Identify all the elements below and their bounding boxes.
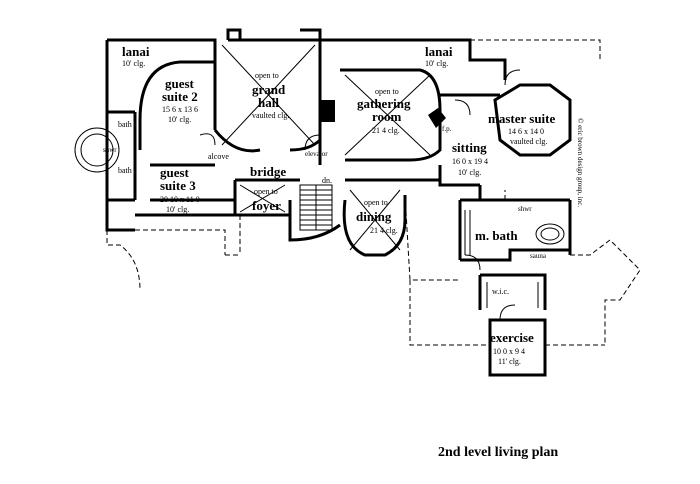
dining-clg: 21 4 clg. xyxy=(370,226,398,235)
grand-hall-note: open to xyxy=(255,71,279,80)
alcove-label: alcove xyxy=(208,152,229,161)
guest-suite-3-dim: 20 10 x 11 0 xyxy=(160,195,200,204)
grand-hall-label-2: hall xyxy=(258,95,279,110)
shwr-left-label: shwr xyxy=(103,146,117,154)
sitting-dim: 16 0 x 19 4 xyxy=(452,157,488,166)
guest-suite-2-label-2: suite 2 xyxy=(162,89,198,104)
guest-suite-2-dim: 15 6 x 13 6 xyxy=(162,105,198,114)
elevator-label: elevator xyxy=(305,150,328,158)
plan-title: 2nd level living plan xyxy=(438,445,558,460)
gathering-room-label-1: gathering xyxy=(357,96,411,111)
gathering-room-label-2: room xyxy=(372,109,402,124)
lanai-right-label: lanai xyxy=(425,44,453,59)
master-suite-clg: vaulted clg. xyxy=(510,137,547,146)
staircase xyxy=(299,184,333,231)
master-suite-dim: 14 6 x 14 0 xyxy=(508,127,544,136)
sitting-clg: 10' clg. xyxy=(458,168,481,177)
design-credit: © eric brown design group, inc. xyxy=(576,118,584,207)
elevator-shaft xyxy=(321,100,335,122)
foyer-note: open to xyxy=(254,187,278,196)
dining-note: open to xyxy=(364,198,388,207)
room-labels: lanai 10' clg. guest suite 2 15 6 x 13 6… xyxy=(103,44,556,366)
bath-bottom-label: bath xyxy=(118,166,132,175)
guest-suite-2-clg: 10' clg. xyxy=(168,115,191,124)
guest-suite-3-clg: 10' clg. xyxy=(166,205,189,214)
sauna-label: sauna xyxy=(530,252,547,260)
mbath-label: m. bath xyxy=(475,228,518,243)
guest-suite-3-label-2: suite 3 xyxy=(160,178,196,193)
master-suite-label: master suite xyxy=(488,111,556,126)
exercise-label: exercise xyxy=(490,330,534,345)
fireplace xyxy=(428,108,446,128)
guest-suite-2-label-1: guest xyxy=(165,76,195,91)
foyer-label: foyer xyxy=(252,198,281,213)
grand-hall-label-1: grand xyxy=(252,82,286,97)
main-walls xyxy=(105,28,572,377)
dn-label: dn. xyxy=(322,176,332,185)
exercise-clg: 11' clg. xyxy=(498,357,521,366)
gathering-room-note: open to xyxy=(375,87,399,96)
bridge-label: bridge xyxy=(250,164,286,179)
gathering-room-clg: 21 4 clg. xyxy=(372,126,400,135)
lanai-left-clg: 10' clg. xyxy=(122,59,145,68)
exercise-dim: 10 0 x 9 4 xyxy=(493,347,525,356)
lanai-left-label: lanai xyxy=(122,44,150,59)
guest-suite-3-label-1: guest xyxy=(160,165,190,180)
sitting-label: sitting xyxy=(452,140,487,155)
fp-label: f.p. xyxy=(442,125,452,133)
lanai-right-clg: 10' clg. xyxy=(425,59,448,68)
wic-label: w.i.c. xyxy=(492,287,509,296)
detail-lines xyxy=(74,44,565,321)
lower-level-outline xyxy=(106,39,641,346)
shwr-right-label: shwr xyxy=(518,205,532,213)
dining-label: dining xyxy=(356,209,392,224)
bath-top-label: bath xyxy=(118,120,132,129)
grand-hall-clg: vaulted clg. xyxy=(252,111,289,120)
